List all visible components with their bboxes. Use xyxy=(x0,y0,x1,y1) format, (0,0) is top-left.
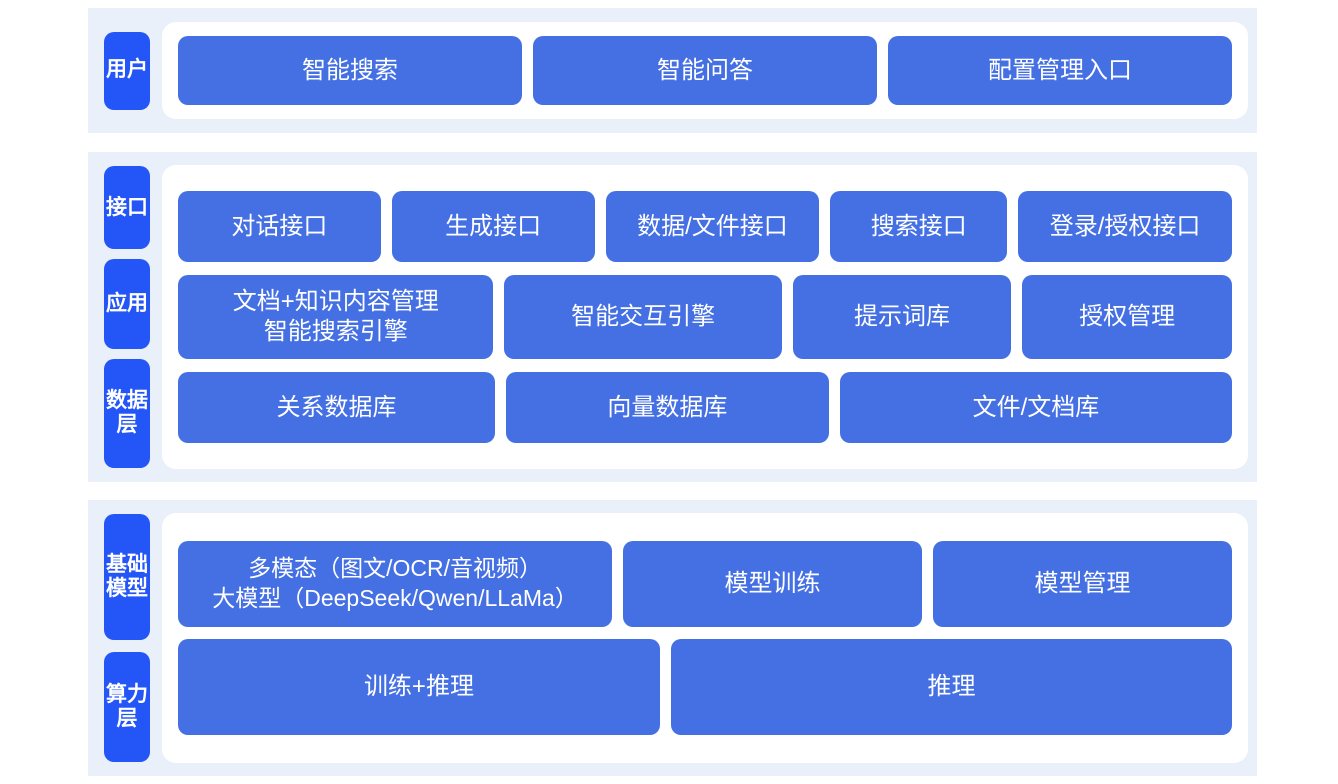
box-vector-database[interactable]: 向量数据库 xyxy=(505,372,829,443)
section-foundation-model-layer: 基础模型 算力层 多模态（图文/OCR/音视频） 大模型（DeepSeek/Qw… xyxy=(88,500,1257,776)
row-compute: 训练+推理 推理 xyxy=(178,639,1232,735)
box-model-training[interactable]: 模型训练 xyxy=(623,541,923,627)
box-doc-knowledge-content-management[interactable]: 文档+知识内容管理 智能搜索引擎 xyxy=(178,275,494,359)
panel-model-layer: 多模态（图文/OCR/音视频） 大模型（DeepSeek/Qwen/LLaMa）… xyxy=(162,513,1248,763)
box-relational-database[interactable]: 关系数据库 xyxy=(178,372,495,443)
box-data-file-interface[interactable]: 数据/文件接口 xyxy=(605,191,820,262)
row-models: 多模态（图文/OCR/音视频） 大模型（DeepSeek/Qwen/LLaMa）… xyxy=(178,541,1233,627)
box-config-management-entry[interactable]: 配置管理入口 xyxy=(888,36,1232,105)
box-intelligent-search[interactable]: 智能搜索 xyxy=(178,36,522,105)
box-dialogue-interface[interactable]: 对话接口 xyxy=(178,191,381,262)
layer-label-application: 应用 xyxy=(104,259,150,349)
box-model-management[interactable]: 模型管理 xyxy=(933,541,1233,627)
box-intelligent-interaction-engine[interactable]: 智能交互引擎 xyxy=(504,275,782,359)
box-training-and-inference[interactable]: 训练+推理 xyxy=(178,639,660,735)
row-data-stores: 关系数据库 向量数据库 文件/文档库 xyxy=(178,372,1232,443)
row-applications: 文档+知识内容管理 智能搜索引擎 智能交互引擎 提示词库 授权管理 xyxy=(178,275,1232,359)
panel-user-layer: 智能搜索 智能问答 配置管理入口 xyxy=(162,22,1248,119)
label-column-model: 基础模型 算力层 xyxy=(88,500,150,776)
layer-label-foundation-model: 基础模型 xyxy=(104,514,150,640)
section-user-layer: 用户 智能搜索 智能问答 配置管理入口 xyxy=(88,8,1257,133)
box-prompt-library[interactable]: 提示词库 xyxy=(792,275,1012,359)
layer-label-compute: 算力层 xyxy=(104,652,150,762)
box-intelligent-qa[interactable]: 智能问答 xyxy=(533,36,877,105)
panel-application-layer: 对话接口 生成接口 数据/文件接口 搜索接口 登录/授权接口 文档+知识内容管理… xyxy=(162,165,1248,469)
box-search-interface[interactable]: 搜索接口 xyxy=(830,191,1008,262)
row-interfaces: 对话接口 生成接口 数据/文件接口 搜索接口 登录/授权接口 xyxy=(178,191,1233,262)
box-inference[interactable]: 推理 xyxy=(670,639,1232,735)
box-login-auth-interface[interactable]: 登录/授权接口 xyxy=(1018,191,1233,262)
box-multimodal-large-model[interactable]: 多模态（图文/OCR/音视频） 大模型（DeepSeek/Qwen/LLaMa） xyxy=(178,541,613,627)
layer-label-interface: 接口 xyxy=(104,166,150,250)
layer-label-user: 用户 xyxy=(104,31,150,110)
section-application-layer: 接口 应用 数据层 对话接口 生成接口 数据/文件接口 搜索接口 登录/授权接口… xyxy=(88,152,1257,482)
row-user-entries: 智能搜索 智能问答 配置管理入口 xyxy=(178,36,1232,105)
box-authorization-management[interactable]: 授权管理 xyxy=(1022,275,1232,359)
layer-label-data: 数据层 xyxy=(104,358,150,469)
box-file-document-store[interactable]: 文件/文档库 xyxy=(839,372,1232,443)
box-generation-interface[interactable]: 生成接口 xyxy=(391,191,595,262)
label-column-application: 接口 应用 数据层 xyxy=(88,152,150,482)
label-column-user: 用户 xyxy=(88,8,150,133)
